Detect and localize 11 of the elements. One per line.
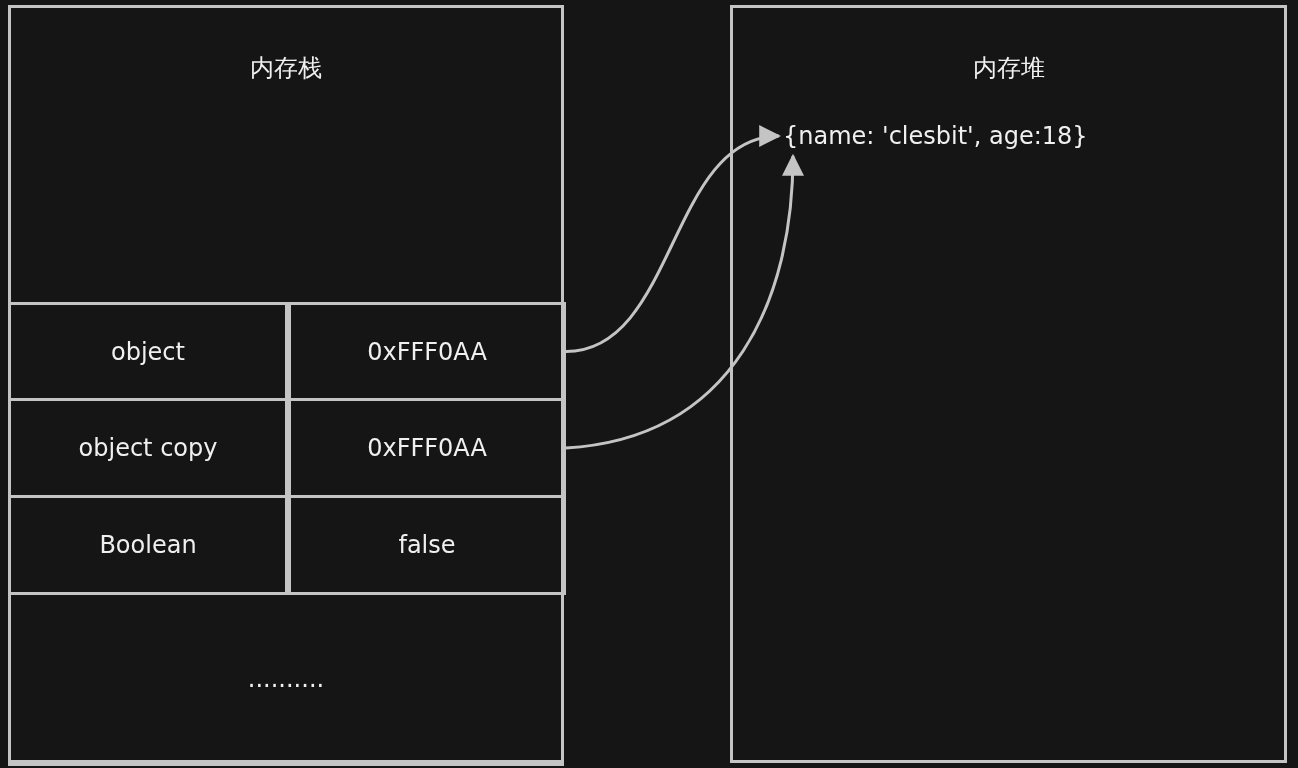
panel-heading: 内存堆 [971, 53, 1046, 84]
panel-heading: 内存栈 [249, 53, 323, 84]
table-cell: 0xFFF0AA [288, 302, 566, 401]
stack-panel [8, 5, 564, 763]
table-cell: false [288, 495, 566, 595]
object-literal-text: {name: 'clesbit', age:18} [783, 118, 1083, 154]
table-cell: object [8, 302, 288, 401]
arrow [565, 128, 782, 353]
arrow [565, 153, 804, 450]
table-cell: 0xFFF0AA [288, 398, 566, 498]
heap-panel [730, 5, 1287, 763]
